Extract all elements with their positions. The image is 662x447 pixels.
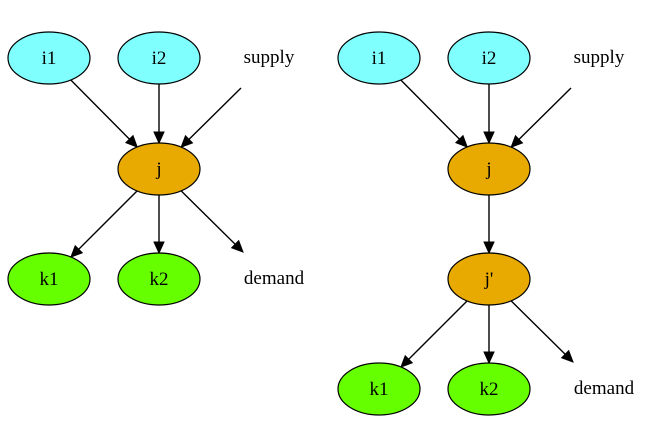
right-node-jp: j' <box>447 252 531 306</box>
left-supply-label: supply <box>244 47 295 68</box>
right-edge-i1-to-j <box>400 79 469 148</box>
left-node-k1: k1 <box>7 252 91 306</box>
right-edge-i1-to-j-arrowhead <box>454 134 469 148</box>
left-edge-j-to-demand-line <box>180 190 236 245</box>
left-edge-i2-to-j-arrowhead <box>153 131 165 145</box>
right-node-i2: i2 <box>447 31 531 85</box>
left-diagram: i1 i2 j k1 k2 supply demand <box>7 31 305 306</box>
left-node-k2: k2 <box>117 252 201 306</box>
right-edge-jp-to-demand-line <box>510 300 566 355</box>
right-edge-jp-to-k2 <box>483 305 495 365</box>
left-node-i1: i1 <box>7 31 91 85</box>
right-node-i2-ellipse <box>447 31 531 85</box>
left-edge-j-to-k1-line <box>78 190 138 250</box>
right-supply-label: supply <box>574 47 625 68</box>
left-edge-supply-to-j <box>180 87 242 148</box>
right-edge-jp-to-k1 <box>400 300 468 368</box>
right-edge-jp-to-demand-arrowhead <box>560 349 574 363</box>
left-node-j-label: j <box>155 159 161 180</box>
left-node-k2-ellipse <box>117 252 201 306</box>
right-edge-j-to-jp <box>483 195 495 255</box>
left-node-i1-label: i1 <box>42 48 57 69</box>
left-node-k1-label: k1 <box>40 269 59 290</box>
right-diagram: i1 i2 j j' k1 k2 supply demand <box>337 31 635 416</box>
left-node-k2-label: k2 <box>150 269 169 290</box>
left-node-i2: i2 <box>117 31 201 85</box>
right-node-k1-label: k1 <box>370 379 389 400</box>
right-edge-i2-to-j-arrowhead <box>483 131 495 145</box>
left-edge-j-to-k2 <box>153 195 165 255</box>
right-edge-supply-to-j <box>510 87 572 148</box>
right-node-j: j <box>447 142 531 196</box>
left-edge-i1-to-j-line <box>70 79 130 140</box>
right-edge-supply-to-j-arrowhead <box>510 134 524 148</box>
left-node-i2-ellipse <box>117 31 201 85</box>
left-node-i1-ellipse <box>7 31 91 85</box>
right-node-k1: k1 <box>337 362 421 416</box>
right-edge-jp-to-k2-arrowhead <box>483 351 495 365</box>
left-edge-j-to-demand-arrowhead <box>230 239 244 253</box>
left-edge-supply-to-j-line <box>188 87 242 140</box>
left-edge-j-to-k1 <box>70 190 138 258</box>
right-edge-j-to-jp-arrowhead <box>483 241 495 255</box>
left-demand-label: demand <box>244 268 305 289</box>
left-node-k1-ellipse <box>7 252 91 306</box>
right-edge-jp-to-k1-arrowhead <box>400 354 414 368</box>
right-node-i1: i1 <box>337 31 421 85</box>
right-edge-i1-to-j-line <box>400 79 460 140</box>
right-node-j-label: j <box>485 159 491 180</box>
right-edge-jp-to-demand <box>510 300 574 363</box>
right-node-k2-ellipse <box>447 362 531 416</box>
left-node-i2-label: i2 <box>152 48 167 69</box>
left-edge-supply-to-j-arrowhead <box>180 134 194 148</box>
right-edge-supply-to-j-line <box>518 87 572 140</box>
right-node-jp-ellipse <box>447 252 531 306</box>
left-edge-j-to-k1-arrowhead <box>70 244 84 258</box>
right-node-jp-label: j' <box>484 269 494 290</box>
right-node-k2-label: k2 <box>480 379 499 400</box>
right-node-k1-ellipse <box>337 362 421 416</box>
left-edge-j-to-k2-arrowhead <box>153 241 165 255</box>
right-edge-jp-to-k1-line <box>408 300 468 360</box>
right-node-i2-label: i2 <box>482 48 497 69</box>
right-node-i1-ellipse <box>337 31 421 85</box>
right-node-j-ellipse <box>447 142 531 196</box>
left-edge-i1-to-j-arrowhead <box>124 134 139 148</box>
left-edge-i2-to-j <box>153 84 165 145</box>
left-node-j: j <box>117 142 201 196</box>
left-edge-i1-to-j <box>70 79 139 148</box>
right-edge-i2-to-j <box>483 84 495 145</box>
left-edge-j-to-demand <box>180 190 244 253</box>
right-demand-label: demand <box>574 378 635 399</box>
right-node-i1-label: i1 <box>372 48 387 69</box>
right-node-k2: k2 <box>447 362 531 416</box>
left-node-j-ellipse <box>117 142 201 196</box>
